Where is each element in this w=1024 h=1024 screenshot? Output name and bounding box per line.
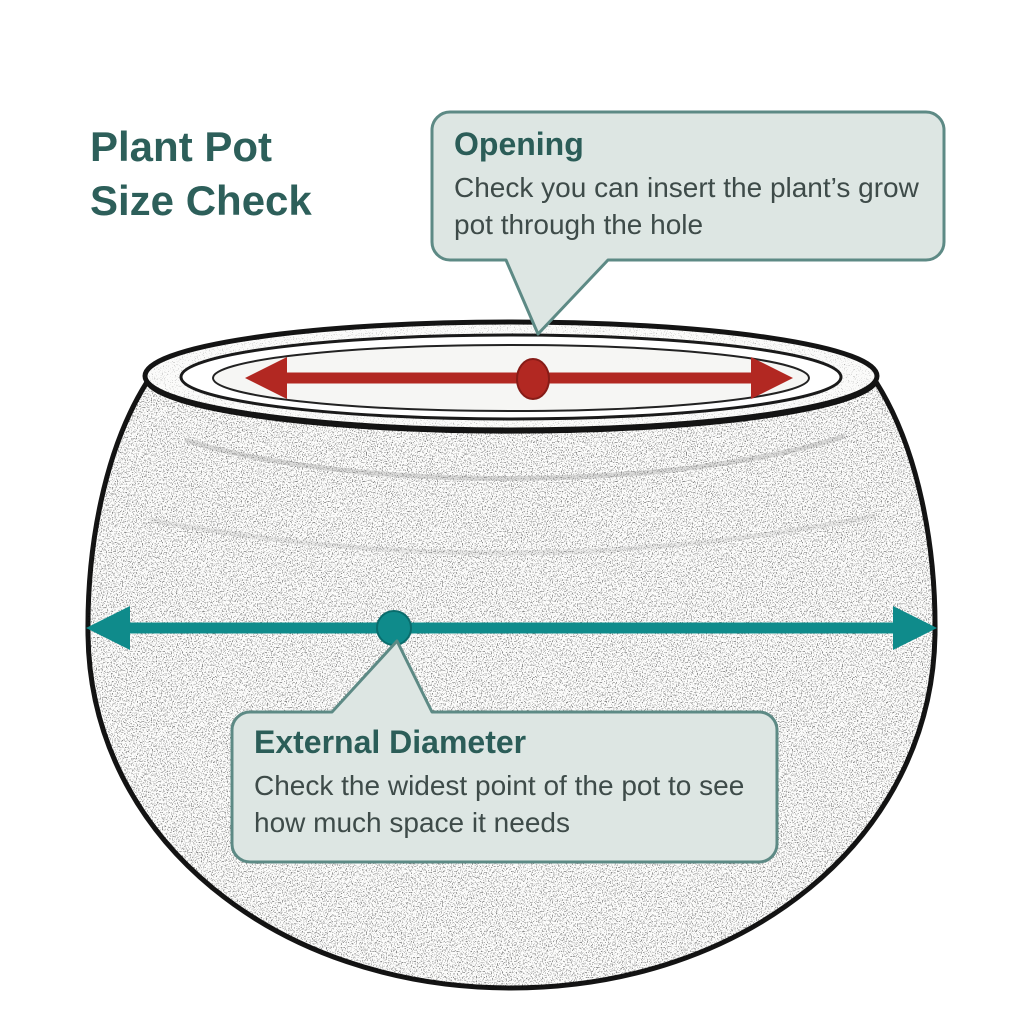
diameter-arrow-head-right bbox=[893, 606, 937, 650]
opening-callout-body: Check you can insert the plant’s grow po… bbox=[454, 172, 919, 240]
opening-callout-heading: Opening bbox=[454, 126, 584, 162]
opening-center-dot bbox=[516, 358, 550, 400]
diameter-arrow-head-left bbox=[86, 606, 130, 650]
opening-arrow bbox=[245, 357, 793, 400]
pot-shading-arc-mid bbox=[149, 513, 876, 556]
pot-shading-arc-upper bbox=[184, 433, 846, 482]
page-title: Plant Pot Size Check bbox=[90, 120, 312, 228]
diameter-center-dot bbox=[376, 610, 412, 646]
page-title-line1: Plant Pot bbox=[90, 123, 273, 170]
page-title-line2: Size Check bbox=[90, 176, 312, 224]
external-callout-bubble bbox=[230, 639, 779, 864]
opening-arrow-head-right bbox=[751, 357, 793, 399]
pot-sketch bbox=[85, 319, 938, 991]
opening-callout-bubble bbox=[430, 110, 946, 336]
opening-arrow-head-left bbox=[245, 357, 287, 399]
external-diameter-callout-body: Check the widest point of the pot to see… bbox=[254, 770, 745, 838]
external-diameter-callout-heading: External Diameter bbox=[254, 724, 527, 760]
pot-body-texture bbox=[87, 382, 936, 988]
